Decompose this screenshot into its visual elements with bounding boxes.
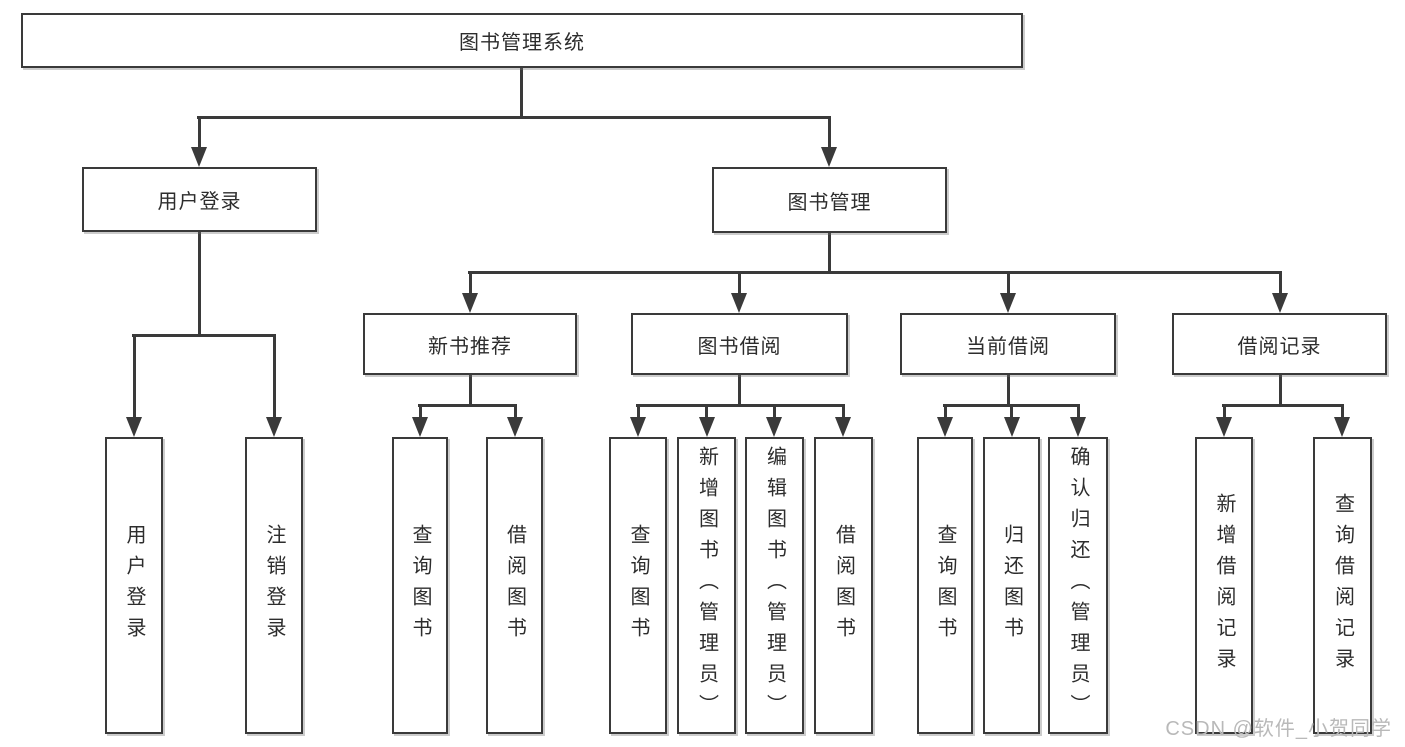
node-new-books: 新书推荐 bbox=[363, 313, 577, 375]
leaf-bw-add-books-admin: 新增图书（管理员） bbox=[677, 437, 736, 734]
connector-borrowing-rail bbox=[636, 404, 844, 407]
connector-arrow-leaf-login bbox=[132, 334, 136, 419]
leaf-bw-edit-books-admin: 编辑图书（管理员） bbox=[745, 437, 804, 734]
leaf-user-login-label: 用户登录 bbox=[123, 523, 145, 648]
connector-arrow-nb1 bbox=[418, 404, 422, 420]
connector-arrow-cu3 bbox=[1076, 404, 1080, 420]
arrowhead-bw2 bbox=[698, 417, 715, 437]
arrowhead-cu3 bbox=[1070, 417, 1086, 437]
connector-arrow-records bbox=[1278, 271, 1282, 295]
node-book-mgmt-label: 图书管理 bbox=[787, 191, 872, 214]
connector-arrow-cu1 bbox=[943, 404, 947, 420]
connector-new-books-rail bbox=[418, 404, 517, 407]
node-current-borrowing-label: 当前借阅 bbox=[966, 335, 1050, 358]
connector-arrow-bw3 bbox=[772, 404, 776, 420]
arrowhead-cu2 bbox=[1003, 417, 1020, 437]
arrowhead-bw4 bbox=[835, 417, 851, 437]
leaf-bw-add-books-admin-label: 新增图书（管理员） bbox=[695, 446, 718, 725]
connector-root-stem bbox=[520, 68, 523, 118]
arrowhead-bw1 bbox=[630, 417, 646, 437]
node-borrow-records-label: 借阅记录 bbox=[1237, 335, 1322, 358]
leaf-nb-query-books: 查询图书 bbox=[392, 437, 448, 734]
arrowhead-rc1 bbox=[1216, 417, 1232, 437]
connector-arrow-bw4 bbox=[841, 404, 845, 420]
arrowhead-borrowing bbox=[731, 293, 747, 313]
connector-arrow-leaf-logout bbox=[272, 334, 276, 419]
node-book-borrowing-label: 图书借阅 bbox=[697, 335, 782, 358]
connector-arrow-rc1 bbox=[1222, 404, 1226, 420]
leaf-nb-query-books-label: 查询图书 bbox=[409, 523, 431, 648]
connector-current-stem bbox=[1006, 375, 1010, 407]
leaf-rc-query-record-label: 查询借阅记录 bbox=[1331, 492, 1354, 679]
connector-new-books-stem bbox=[468, 375, 472, 407]
connector-arrow-current bbox=[1006, 271, 1010, 295]
arrowhead-user-login bbox=[191, 147, 207, 167]
leaf-cu-return-books-label: 归还图书 bbox=[1000, 523, 1023, 648]
arrowhead-cu1 bbox=[937, 417, 953, 437]
arrowhead-leaf-logout bbox=[266, 417, 282, 437]
leaf-rc-query-record: 查询借阅记录 bbox=[1313, 437, 1372, 734]
connector-arrow-new-books bbox=[468, 271, 472, 295]
node-current-borrowing: 当前借阅 bbox=[900, 313, 1116, 375]
node-root-label: 图书管理系统 bbox=[459, 32, 585, 54]
connector-arrow-bw2 bbox=[705, 404, 708, 420]
leaf-logout: 注销登录 bbox=[245, 437, 303, 734]
arrowhead-records bbox=[1272, 293, 1288, 313]
connector-book-mgmt-stem bbox=[827, 233, 831, 274]
leaf-cu-confirm-return-admin: 确认归还（管理员） bbox=[1048, 437, 1108, 734]
leaf-cu-query-books-label: 查询图书 bbox=[934, 523, 956, 648]
leaf-rc-add-record: 新增借阅记录 bbox=[1195, 437, 1253, 734]
node-borrow-records: 借阅记录 bbox=[1172, 313, 1387, 375]
connector-user-login-stem bbox=[197, 232, 201, 336]
leaf-bw-query-books-label: 查询图书 bbox=[627, 523, 649, 648]
connector-level2-rail bbox=[197, 116, 831, 119]
arrowhead-current bbox=[1000, 293, 1016, 313]
node-book-mgmt: 图书管理 bbox=[712, 167, 947, 233]
leaf-cu-return-books: 归还图书 bbox=[983, 437, 1040, 734]
leaf-user-login: 用户登录 bbox=[105, 437, 163, 734]
connector-arrow-book-mgmt bbox=[827, 116, 831, 149]
connector-user-login-rail bbox=[132, 334, 275, 337]
arrowhead-book-mgmt bbox=[821, 147, 837, 167]
arrowhead-leaf-login bbox=[126, 417, 142, 437]
leaf-logout-label: 注销登录 bbox=[263, 523, 285, 648]
leaf-nb-borrow-books-label: 借阅图书 bbox=[503, 523, 526, 648]
node-user-login: 用户登录 bbox=[82, 167, 317, 232]
connector-level3-rail bbox=[468, 271, 1281, 274]
node-root: 图书管理系统 bbox=[21, 13, 1023, 68]
watermark: CSDN @软件_小贺同学 bbox=[1165, 718, 1392, 740]
leaf-nb-borrow-books: 借阅图书 bbox=[486, 437, 543, 734]
node-book-borrowing: 图书借阅 bbox=[631, 313, 848, 375]
leaf-bw-edit-books-admin-label: 编辑图书（管理员） bbox=[763, 446, 786, 725]
connector-records-stem bbox=[1278, 375, 1282, 407]
node-user-login-label: 用户登录 bbox=[157, 191, 242, 213]
leaf-rc-add-record-label: 新增借阅记录 bbox=[1213, 492, 1235, 679]
arrowhead-nb2 bbox=[507, 417, 523, 437]
leaf-cu-query-books: 查询图书 bbox=[917, 437, 973, 734]
connector-records-rail bbox=[1222, 404, 1342, 407]
leaf-bw-borrow-books: 借阅图书 bbox=[814, 437, 873, 734]
connector-borrowing-stem bbox=[737, 375, 741, 407]
arrowhead-nb1 bbox=[412, 417, 428, 437]
connector-arrow-bw1 bbox=[636, 404, 640, 420]
leaf-bw-query-books: 查询图书 bbox=[609, 437, 667, 734]
connector-arrow-cu2 bbox=[1010, 404, 1013, 420]
arrowhead-new-books bbox=[462, 293, 478, 313]
connector-arrow-rc2 bbox=[1340, 404, 1344, 420]
leaf-cu-confirm-return-admin-label: 确认归还（管理员） bbox=[1067, 446, 1089, 725]
node-new-books-label: 新书推荐 bbox=[428, 335, 512, 358]
connector-arrow-nb2 bbox=[513, 404, 517, 420]
arrowhead-bw3 bbox=[766, 417, 782, 437]
arrowhead-rc2 bbox=[1334, 417, 1350, 437]
connector-arrow-user-login bbox=[197, 116, 201, 149]
leaf-bw-borrow-books-label: 借阅图书 bbox=[832, 523, 855, 648]
connector-arrow-borrowing bbox=[737, 271, 741, 295]
